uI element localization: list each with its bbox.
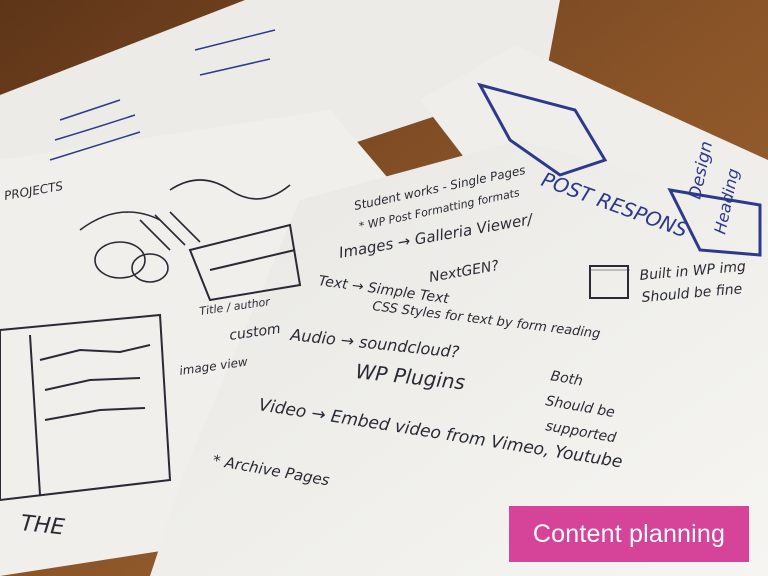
wireframe-box [589,265,629,299]
sketch-flourishes [79,179,291,283]
note-custom: custom [228,321,281,344]
blue-scribbles [49,29,276,161]
paper-front-notes [150,140,768,576]
wireframe-sketch-left [0,223,302,502]
note-the: THE [19,511,65,540]
note-both: Both [549,368,584,389]
caption-label: Content planning [509,506,749,562]
wireframe-sketch-right [477,82,762,257]
